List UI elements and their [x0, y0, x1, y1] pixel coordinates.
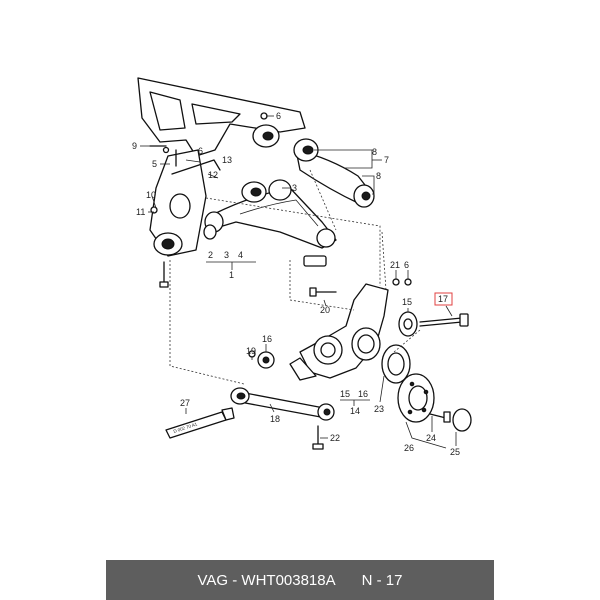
- callout-14: 14: [350, 406, 360, 416]
- part-number: VAG - WHT003818A: [197, 571, 336, 589]
- callout-3: 3: [224, 250, 229, 260]
- callout-10: 10: [146, 190, 156, 200]
- callout-12: 12: [208, 170, 218, 180]
- callout-5: 5: [152, 159, 157, 169]
- callout-2: 2: [208, 250, 213, 260]
- callout-11: 11: [136, 207, 145, 217]
- callout-6: 6: [276, 111, 281, 121]
- tie-rod: [230, 387, 335, 421]
- callout-9: 9: [132, 141, 137, 151]
- callout-26: 26: [404, 443, 414, 453]
- callout-21: 21: [390, 260, 400, 270]
- nut-16: [257, 351, 275, 369]
- callout-1: 1: [229, 270, 234, 280]
- wheel-carrier: [289, 283, 389, 381]
- callout-22: 22: [330, 433, 340, 443]
- lower-control-arm: [203, 179, 337, 267]
- callout-19: 19: [246, 346, 256, 356]
- callout-15: 15: [340, 389, 350, 399]
- upper-control-arm: [293, 138, 375, 208]
- callout-16: 16: [358, 389, 368, 399]
- callout-13: 13: [222, 155, 232, 165]
- callout-23: 23: [374, 404, 384, 414]
- subframe: [137, 77, 306, 257]
- callout-4: 4: [238, 250, 243, 260]
- wheel-bearing: [381, 344, 411, 384]
- callout-8: 8: [372, 147, 377, 157]
- callout-6: 6: [198, 146, 203, 156]
- wheel-hub: [397, 373, 472, 432]
- diagram-position: N - 17: [361, 571, 403, 589]
- callout-17: 17: [438, 294, 448, 304]
- callout-20: 20: [320, 305, 330, 315]
- guide-lines: [169, 169, 421, 385]
- callout-8: 8: [376, 171, 381, 181]
- exploded-parts-diagram: D 002 70 A1: [132, 77, 472, 457]
- part-number-footer: VAG - WHT003818A N - 17: [106, 560, 494, 600]
- callout-27: 27: [180, 398, 190, 408]
- callout-7: 7: [384, 155, 389, 165]
- bushing-and-bolt: [398, 311, 469, 337]
- callout-24: 24: [426, 433, 436, 443]
- leader-lines: [140, 115, 457, 449]
- callout-numbers: 6 9 6 5 12 13 8 7 3 8 10 11 2 3 4 1 21 6…: [132, 111, 460, 457]
- callout-16: 16: [262, 334, 272, 344]
- callout-15: 15: [402, 297, 412, 307]
- callout-18: 18: [270, 414, 280, 424]
- callout-3: 3: [292, 183, 297, 193]
- callout-6: 6: [404, 260, 409, 270]
- callout-17-highlight: [434, 292, 453, 306]
- bolts: [149, 112, 412, 450]
- callout-25: 25: [450, 447, 460, 457]
- grease-tube: D 002 70 A1: [165, 407, 235, 439]
